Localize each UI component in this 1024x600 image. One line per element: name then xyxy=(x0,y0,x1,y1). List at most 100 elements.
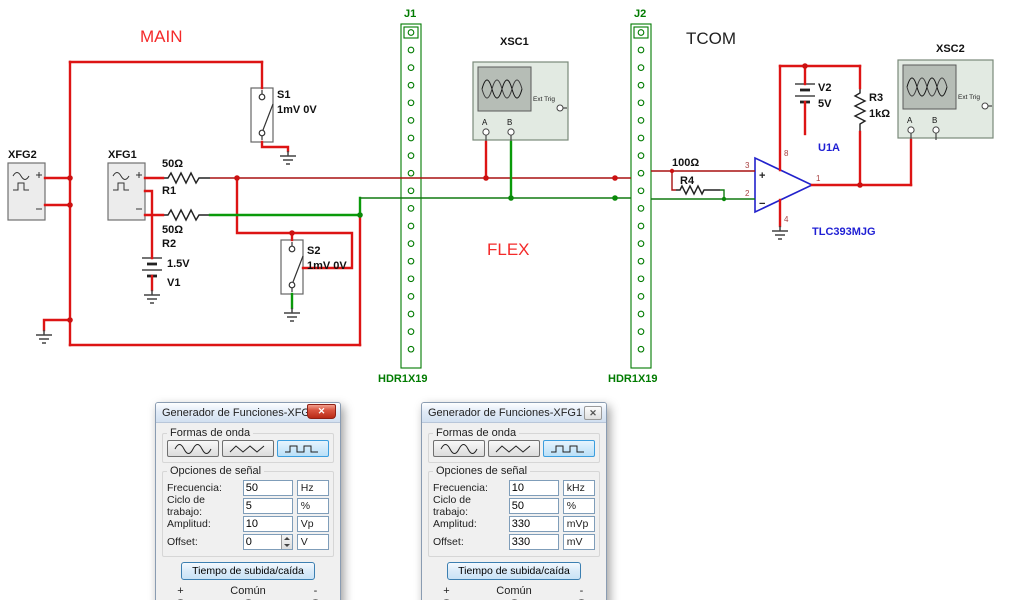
amplitude-unit: Vp xyxy=(296,515,329,532)
offset-unit: V xyxy=(296,533,329,550)
close-icon[interactable]: ✕ xyxy=(584,406,602,420)
rise-fall-time-button[interactable]: Tiempo de subida/caída xyxy=(181,562,315,580)
close-icon[interactable]: ✕ xyxy=(307,404,336,419)
common-terminal-label: Común xyxy=(230,585,266,597)
amplitude-input[interactable] xyxy=(508,515,559,532)
v1-value-label: 1.5V xyxy=(167,258,190,270)
sine-wave-button[interactable] xyxy=(167,440,219,457)
frequency-label: Frecuencia: xyxy=(433,481,488,494)
r1-ref-label: R1 xyxy=(162,185,176,197)
wires-red-bus[interactable] xyxy=(210,170,755,191)
r2-ref-label: R2 xyxy=(162,238,176,250)
plus-terminal-label: + xyxy=(443,585,450,597)
dialog-title: Generador de Funciones-XFG1 xyxy=(428,406,583,419)
square-wave-icon xyxy=(285,445,318,452)
triangle-wave-icon xyxy=(495,444,531,453)
function-generator-dialog-xfg1[interactable]: Generador de Funciones-XFG1 ✕ Formas de … xyxy=(421,402,607,600)
frequency-input[interactable] xyxy=(242,479,293,496)
frequency-unit: kHz xyxy=(562,479,595,496)
offset-label: Offset: xyxy=(433,535,464,548)
ground-symbol[interactable] xyxy=(143,289,161,304)
amplitude-label: Amplitud: xyxy=(167,517,211,530)
ground-symbol[interactable] xyxy=(771,225,789,240)
offset-label: Offset: xyxy=(167,535,198,548)
xsc2-ref-label: XSC2 xyxy=(936,43,965,55)
offset-row: Offset: mV xyxy=(433,533,595,550)
rise-fall-time-button[interactable]: Tiempo de subida/caída xyxy=(447,562,581,580)
dialog-titlebar[interactable]: Generador de Funciones-XFG2 ✕ xyxy=(156,403,340,423)
s2-switch[interactable] xyxy=(280,239,304,295)
xsc1-ref-label: XSC1 xyxy=(500,36,529,48)
r2-resistor xyxy=(163,208,210,222)
square-wave-button[interactable] xyxy=(277,440,329,457)
signal-options-group: Opciones de señal Frecuencia: Hz Ciclo d… xyxy=(162,465,334,557)
sine-wave-icon xyxy=(174,443,212,454)
r3-value-label: 1kΩ xyxy=(869,108,890,120)
amplitude-row: Amplitud: mVp xyxy=(433,515,595,532)
triangle-wave-button[interactable] xyxy=(222,440,274,457)
red-junction-dots xyxy=(67,63,863,323)
amplitude-input[interactable] xyxy=(242,515,293,532)
offset-row: Offset: V xyxy=(167,533,329,550)
r2-value-label: 50Ω xyxy=(162,224,183,236)
xfg1-component[interactable] xyxy=(107,162,146,221)
v2-ref-label: V2 xyxy=(818,82,831,94)
j1-footprint-label: HDR1X19 xyxy=(378,373,428,385)
wires-red-main[interactable] xyxy=(42,60,913,347)
dialog-titlebar[interactable]: Generador de Funciones-XFG1 ✕ xyxy=(422,403,606,423)
wires-green-bus[interactable] xyxy=(360,189,755,200)
s1-switch[interactable] xyxy=(250,87,274,143)
frequency-input[interactable] xyxy=(508,479,559,496)
signal-options-group-label: Opciones de señal xyxy=(433,465,531,477)
ground-symbol[interactable] xyxy=(35,329,53,344)
u1a-comparator[interactable]: + − 3 2 1 8 4 xyxy=(745,149,821,224)
signal-options-group-label: Opciones de señal xyxy=(167,465,265,477)
duty-cycle-input[interactable] xyxy=(508,497,559,514)
square-wave-button[interactable] xyxy=(543,440,595,457)
resistors[interactable] xyxy=(163,88,867,222)
signal-options-group: Opciones de señal Frecuencia: kHz Ciclo … xyxy=(428,465,600,557)
offset-input[interactable] xyxy=(242,533,293,550)
waveform-group-label: Formas de onda xyxy=(433,427,520,439)
offset-spinner[interactable] xyxy=(280,534,292,549)
xfg2-component[interactable] xyxy=(7,162,46,221)
j1-connector[interactable] xyxy=(400,23,422,369)
pin1-number: 1 xyxy=(816,174,821,183)
ground-symbol[interactable] xyxy=(279,150,297,165)
sine-wave-button[interactable] xyxy=(433,440,485,457)
triangle-wave-button[interactable] xyxy=(488,440,540,457)
r1-value-label: 50Ω xyxy=(162,158,183,170)
opamp-minus-input-mark: − xyxy=(759,198,765,210)
pin8-number: 8 xyxy=(784,149,789,158)
terminals: + Común - xyxy=(428,584,600,600)
duty-cycle-input[interactable] xyxy=(242,497,293,514)
minus-terminal-label: - xyxy=(313,585,318,597)
v1-ref-label: V1 xyxy=(167,277,180,289)
schematic-canvas[interactable]: Ext Trig A B + − 3 2 1 8 xyxy=(0,0,1024,400)
amplitude-unit: mVp xyxy=(562,515,595,532)
s1-ref-label: S1 xyxy=(277,89,290,101)
j2-footprint-label: HDR1X19 xyxy=(608,373,658,385)
u1a-ref-label: U1A xyxy=(818,142,840,154)
frequency-label: Frecuencia: xyxy=(167,481,222,494)
duty-cycle-unit: % xyxy=(562,497,595,514)
s2-ref-label: S2 xyxy=(307,245,320,257)
xsc2-oscilloscope-icon[interactable] xyxy=(897,59,994,141)
sine-wave-icon xyxy=(440,443,478,454)
r4-resistor xyxy=(676,184,720,196)
u1a-part-label: TLC393MJG xyxy=(812,226,876,238)
offset-unit: mV xyxy=(562,533,595,550)
r3-resistor xyxy=(853,88,867,132)
ground-symbol[interactable] xyxy=(283,307,301,322)
offset-input[interactable] xyxy=(508,533,559,550)
waveform-group-label: Formas de onda xyxy=(167,427,254,439)
v2-battery[interactable] xyxy=(793,82,817,104)
function-generator-dialog-xfg2[interactable]: Generador de Funciones-XFG2 ✕ Formas de … xyxy=(155,402,341,600)
waveform-group: Formas de onda xyxy=(162,427,334,463)
green-junction-dots xyxy=(357,195,727,218)
xsc1-oscilloscope-icon[interactable] xyxy=(472,61,569,143)
frequency-unit: Hz xyxy=(296,479,329,496)
j2-connector[interactable] xyxy=(630,23,652,369)
r4-ref-label: R4 xyxy=(680,175,695,187)
v1-battery[interactable] xyxy=(140,256,164,278)
